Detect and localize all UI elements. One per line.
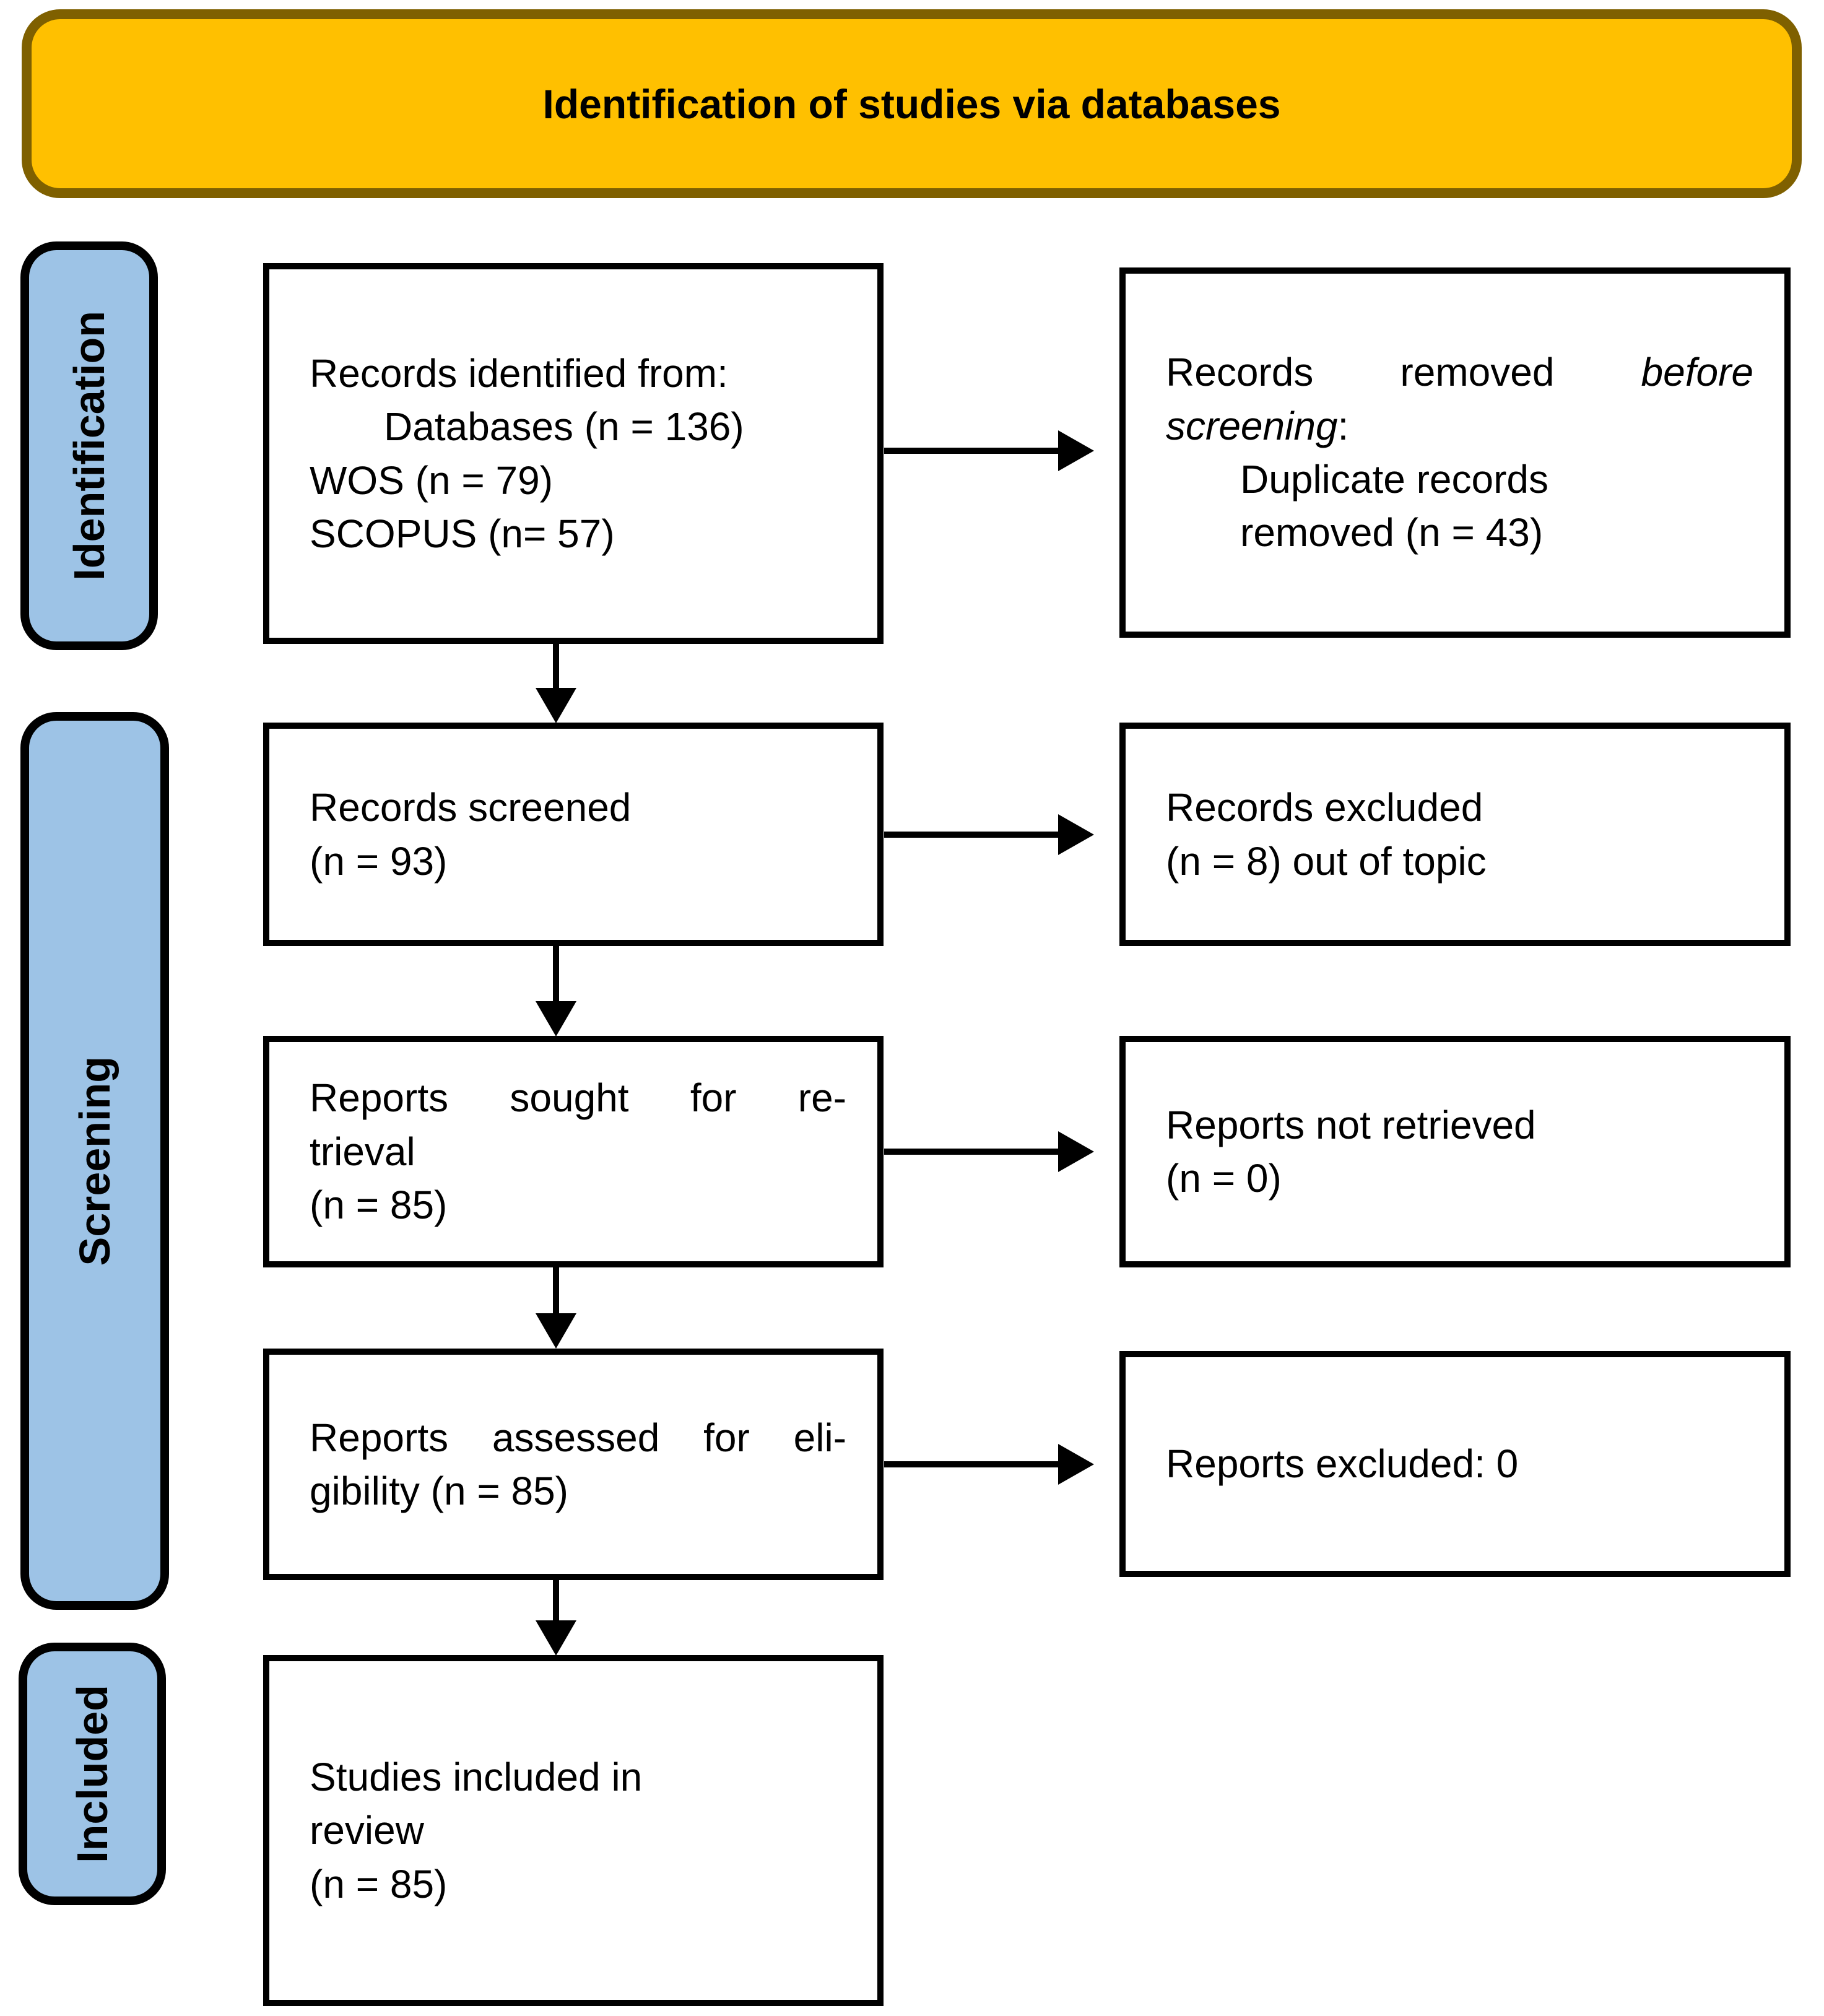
down-arrow-shaft — [553, 1267, 559, 1314]
phase-label-screening: Screening — [20, 712, 169, 1610]
phase-label-identification: Identification — [20, 241, 158, 650]
box-text-line: (n = 85) — [310, 1183, 448, 1228]
down-arrow-icon — [536, 1313, 576, 1349]
right-arrow-icon — [1058, 1444, 1094, 1485]
phase-label-included-text: Included — [68, 1685, 116, 1863]
box-text-line: Records identified from: — [310, 350, 728, 396]
box-reports-assessed: Reports assessed for eli- gibility (n = … — [263, 1349, 884, 1580]
phase-label-included: Included — [19, 1643, 166, 1905]
box-text-line: (n = 85) — [310, 1861, 448, 1906]
down-arrow-icon — [536, 1001, 576, 1036]
box-text-line: SCOPUS (n= 57) — [310, 511, 615, 556]
box-text-line: Reports not retrieved — [1166, 1102, 1536, 1147]
box-text-segment: Records removed — [1166, 350, 1555, 395]
box-text-line: Duplicate records — [1240, 457, 1548, 502]
box-text-segment: : — [1337, 403, 1349, 448]
box-text-line: review — [310, 1808, 424, 1853]
phase-label-screening-text: Screening — [71, 1056, 119, 1266]
box-text-line: Records screened — [310, 785, 632, 830]
right-arrow-icon — [1058, 814, 1094, 855]
box-text-line: Records excluded — [1166, 785, 1483, 830]
box-reports-excluded: Reports excluded: 0 — [1119, 1351, 1791, 1577]
right-arrow-icon — [1058, 1131, 1094, 1172]
box-reports-sought: Reports sought for re- trieval (n = 85) — [263, 1036, 884, 1267]
right-arrow-shaft — [884, 1149, 1059, 1155]
box-text-line: screening: — [1166, 399, 1753, 453]
box-text-line: Records removed before — [1166, 345, 1753, 399]
box-text-line: WOS (n = 79) — [310, 458, 553, 503]
box-text-line: removed (n = 43) — [1240, 510, 1544, 555]
diagram-title: Identification of studies via databases — [542, 80, 1281, 127]
right-arrow-shaft — [884, 832, 1059, 838]
down-arrow-shaft — [553, 1580, 559, 1621]
box-text-line: (n = 93) — [310, 838, 448, 884]
phase-label-identification-text: Identification — [65, 311, 113, 581]
right-arrow-shaft — [884, 1461, 1059, 1467]
down-arrow-shaft — [553, 644, 559, 689]
box-text-line: Studies included in — [310, 1754, 643, 1799]
box-text-line: Reports excluded: 0 — [1166, 1441, 1519, 1487]
box-records-identified: Records identified from: Databases (n = … — [263, 263, 884, 644]
box-records-screened: Records screened (n = 93) — [263, 723, 884, 946]
box-text-line: gibility (n = 85) — [310, 1469, 568, 1513]
box-text-line: (n = 8) out of topic — [1166, 838, 1487, 884]
header-banner: Identification of studies via databases — [22, 9, 1802, 198]
box-reports-not-retrieved: Reports not retrieved (n = 0) — [1119, 1036, 1791, 1267]
box-text-segment-italic: before — [1641, 350, 1753, 395]
box-text-line: Databases (n = 136) — [384, 404, 744, 450]
box-text-line: Reports sought for re- — [310, 1075, 846, 1121]
down-arrow-icon — [536, 688, 576, 723]
box-records-excluded: Records excluded (n = 8) out of topic — [1119, 723, 1791, 946]
box-records-removed-before-screening: Records removed before screening: Duplic… — [1119, 267, 1791, 638]
box-text-line: Reports assessed for eli- — [310, 1415, 846, 1460]
right-arrow-icon — [1058, 430, 1094, 471]
box-text-line: (n = 0) — [1166, 1156, 1282, 1201]
down-arrow-icon — [536, 1620, 576, 1656]
down-arrow-shaft — [553, 946, 559, 1002]
box-text-segment-italic: screening — [1166, 403, 1338, 448]
box-text-line: trieval — [310, 1129, 415, 1174]
right-arrow-shaft — [884, 448, 1059, 454]
box-studies-included: Studies included in review (n = 85) — [263, 1655, 884, 2006]
